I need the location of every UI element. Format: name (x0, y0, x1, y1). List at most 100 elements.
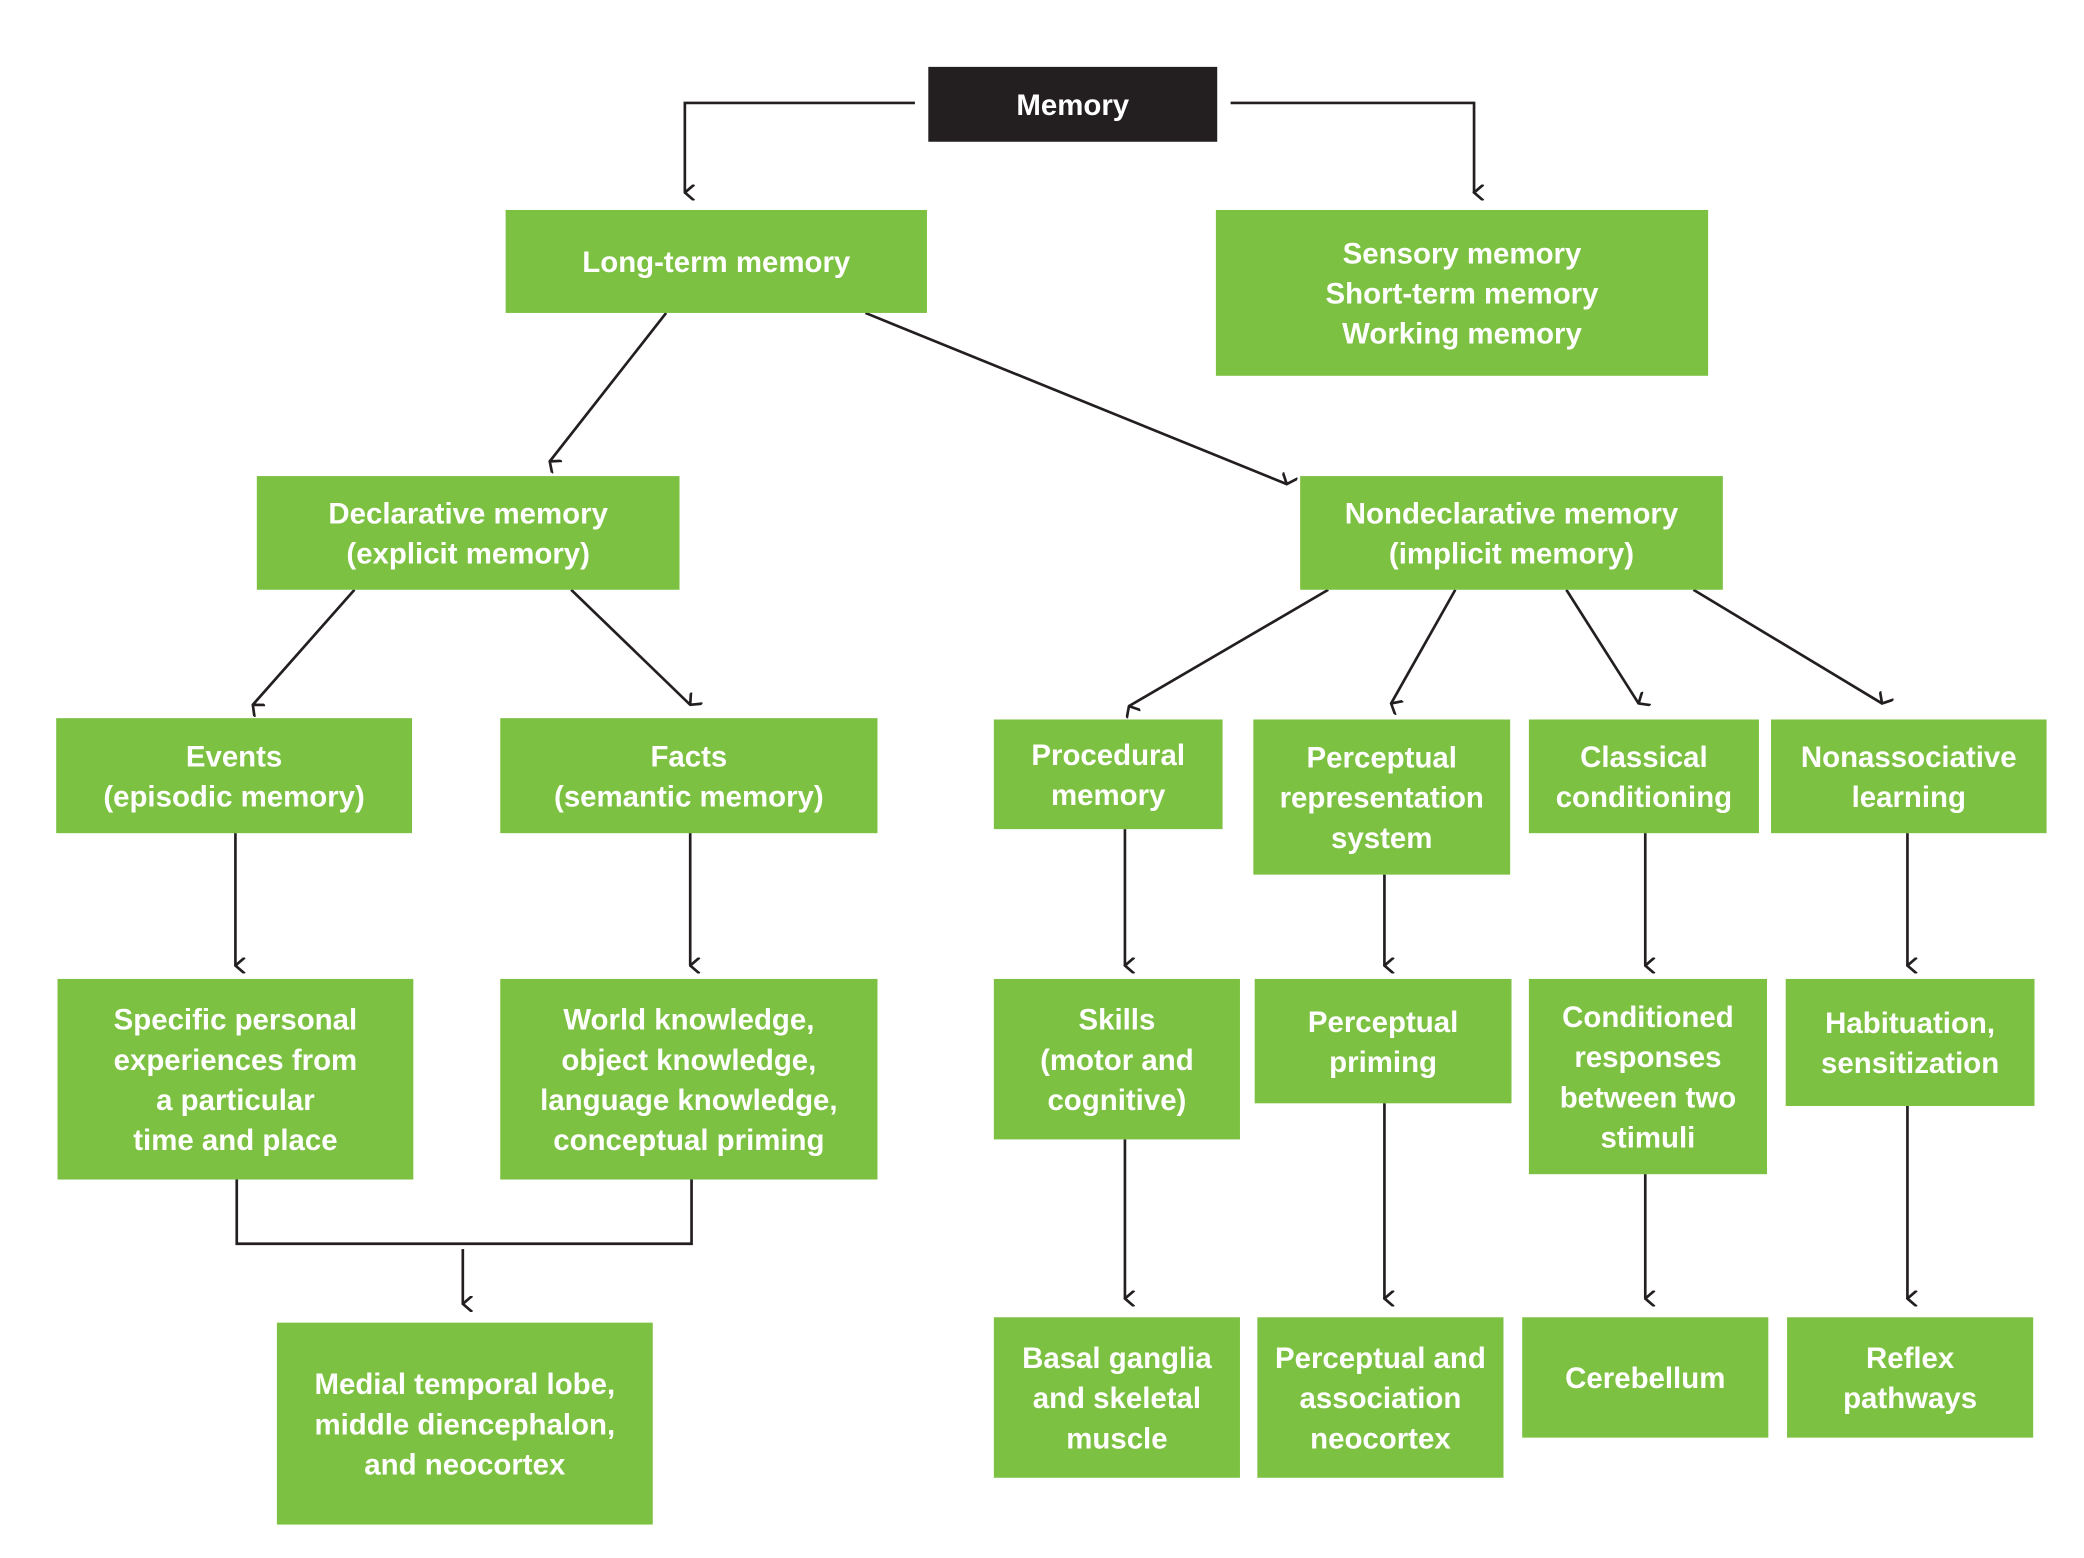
arrow-long-term-to-nondeclarative (864, 311, 1286, 484)
node-procedural: Procedural memory (993, 719, 1223, 830)
node-label-line: object knowledge, (561, 1044, 816, 1077)
node-label-line: sensitization (1821, 1047, 1999, 1080)
node-label-line: Classical (1580, 741, 1708, 774)
node-label-line: Perceptual (1307, 742, 1457, 775)
node-label-line: Memory (1016, 89, 1129, 122)
node-label-line: memory (1051, 779, 1166, 812)
node-label-line: and neocortex (364, 1448, 566, 1481)
node-box (56, 718, 412, 834)
connectors (234, 101, 1907, 1304)
node-label-line: system (1331, 822, 1432, 855)
arrow-nondeclarative-to-procedural (1129, 588, 1329, 706)
node-label-line: Facts (650, 740, 727, 773)
arrow-nondeclarative-to-nonassociative (1692, 588, 1882, 704)
node-label-line: Cerebellum (1565, 1362, 1725, 1395)
node-label-line: Medial temporal lobe, (314, 1368, 615, 1401)
node-nonassociative: Nonassociative learning (1770, 719, 2047, 834)
arrow-episodic-desc-to-medial-temporal (235, 1179, 693, 1246)
node-label-line: cognitive) (1047, 1084, 1186, 1117)
node-perceptual-assoc: Perceptual and association neocortex (1257, 1317, 1504, 1478)
node-box (256, 476, 680, 590)
node-label-line: Basal ganglia (1022, 1342, 1212, 1375)
node-classical: Classical conditioning (1528, 719, 1759, 834)
node-box (928, 66, 1218, 142)
node-box (1300, 476, 1723, 590)
node-label-line: experiences from (114, 1044, 358, 1077)
node-cerebellum: Cerebellum (1522, 1317, 1769, 1438)
node-label-line: between two (1560, 1081, 1736, 1114)
node-box (1787, 1317, 2034, 1438)
node-label-line: middle diencephalon, (314, 1408, 615, 1441)
node-label-line: neocortex (1310, 1422, 1451, 1455)
node-label-line: Reflex (1866, 1342, 1955, 1375)
node-label-line: Conditioned (1562, 1001, 1734, 1034)
node-box (1528, 978, 1767, 1175)
node-basal-ganglia: Basal ganglia and skeletal muscle (993, 1317, 1240, 1478)
node-prs: Perceptual representation system (1253, 719, 1511, 875)
node-box (500, 978, 878, 1180)
node-declarative: Declarative memory(explicit memory) (256, 476, 680, 590)
node-box (505, 209, 927, 313)
node-box (276, 1322, 653, 1525)
node-label-line: (explicit memory) (346, 538, 590, 571)
node-label-line: learning (1852, 781, 1966, 814)
arrow-declarative-to-events (253, 588, 356, 705)
node-label-line: Nonassociative (1801, 741, 2017, 774)
node-label-line: conditioning (1556, 781, 1732, 814)
node-label-line: (implicit memory) (1389, 538, 1634, 571)
node-habituation: Habituation, sensitization (1785, 978, 2035, 1106)
node-box (500, 718, 878, 834)
node-nondeclarative: Nondeclarative memory (implicit memory) (1300, 476, 1723, 590)
node-conditioned: Conditioned responses between two stimuli (1528, 978, 1767, 1175)
node-label-line: Skills (1078, 1004, 1155, 1037)
node-label-line: (episodic memory) (103, 780, 364, 813)
node-label-line: Perceptual and (1275, 1342, 1486, 1375)
node-label-line: Long-term memory (582, 246, 851, 279)
node-box (1770, 719, 2047, 834)
node-label-line: language knowledge, (540, 1084, 837, 1117)
node-label-line: a particular (156, 1084, 315, 1117)
node-box (993, 1317, 1240, 1478)
arrow-long-term-to-declarative (550, 312, 668, 461)
arrow-nondeclarative-to-prs (1391, 589, 1457, 704)
node-events: Events(episodic memory) (56, 718, 412, 834)
node-label-line: muscle (1066, 1422, 1167, 1455)
node-box (993, 719, 1223, 830)
node-label-line: responses (1574, 1041, 1721, 1074)
node-label-line: Specific personal (114, 1004, 358, 1037)
node-box (1528, 719, 1759, 834)
node-label-line: Procedural (1031, 739, 1185, 772)
node-label-line: pathways (1843, 1382, 1977, 1415)
node-medial-temporal: Medial temporal lobe, middle diencephalon… (276, 1322, 653, 1525)
node-box (1253, 719, 1511, 875)
arrow-nondeclarative-to-classical (1565, 589, 1638, 704)
node-skills: Skills (motor and cognitive) (993, 978, 1240, 1140)
node-long-term: Long-term memory (505, 209, 927, 313)
node-label-line: World knowledge, (563, 1004, 814, 1037)
node-facts: Facts (semantic memory) (500, 718, 878, 834)
node-label-line: Sensory memory (1343, 237, 1582, 270)
node-label-line: Working memory (1342, 318, 1582, 351)
node-reflex: Reflex pathways (1787, 1317, 2034, 1438)
node-label-line: conceptual priming (553, 1124, 824, 1157)
node-label-line: priming (1329, 1046, 1437, 1079)
node-semantic-desc: World knowledge, object knowledge, languag… (500, 978, 878, 1180)
node-label-line: (motor and (1040, 1044, 1194, 1077)
node-label-line: stimuli (1601, 1121, 1696, 1154)
node-label-line: Nondeclarative memory (1345, 498, 1679, 531)
node-label-line: time and place (133, 1124, 337, 1157)
node-box (1785, 978, 2035, 1106)
node-label-line: representation (1280, 782, 1484, 815)
node-label-line: Habituation, (1825, 1007, 1995, 1040)
node-label-line: Short-term memory (1326, 278, 1600, 311)
node-label-line: association (1300, 1382, 1462, 1415)
node-box (1254, 978, 1512, 1104)
arrow-root-to-long-term (685, 101, 915, 193)
node-box (57, 978, 414, 1180)
node-label-line: (semantic memory) (554, 780, 824, 813)
node-label-line: and skeletal (1033, 1382, 1201, 1415)
